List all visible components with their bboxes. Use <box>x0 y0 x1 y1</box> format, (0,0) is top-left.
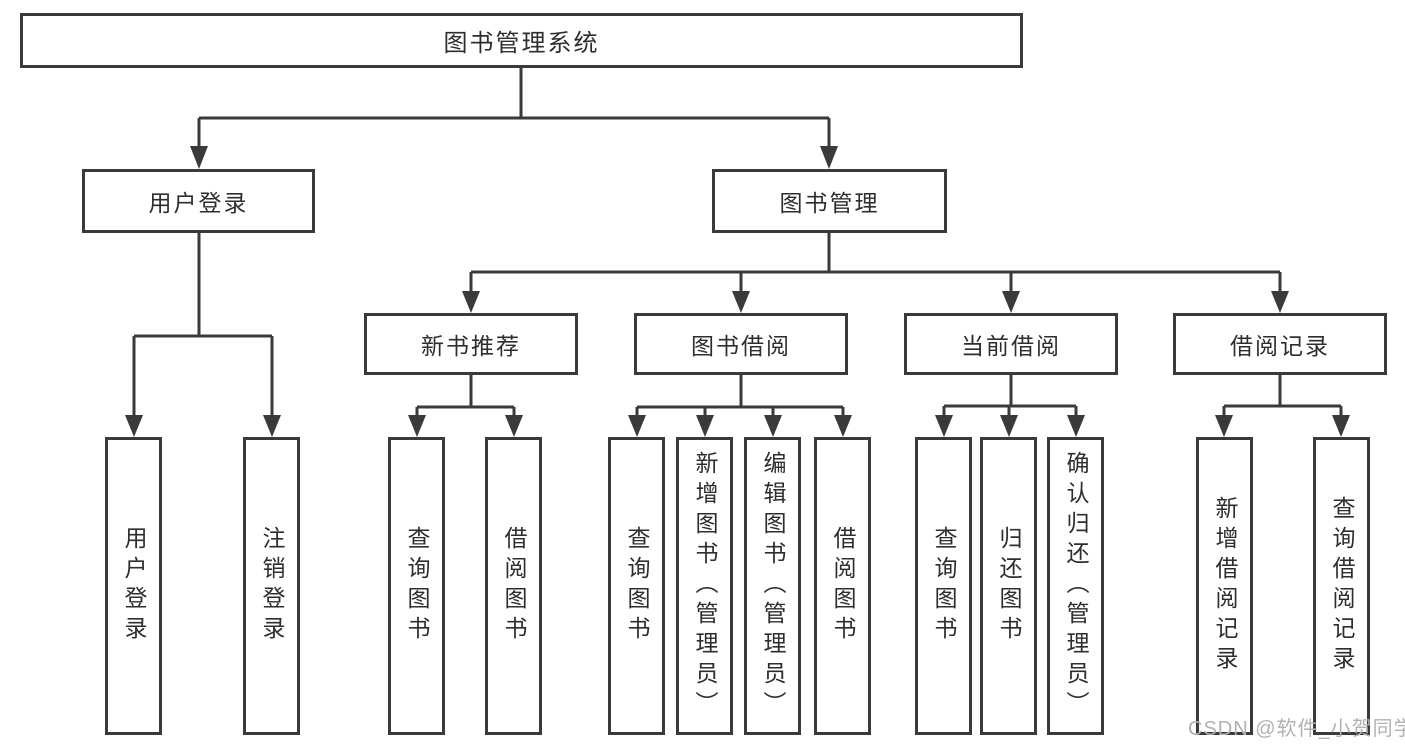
leaf-logout: 注销登录 <box>243 437 300 735</box>
node-label: 借阅图书 <box>501 526 527 646</box>
node-label: 查询借阅记录 <box>1329 496 1355 676</box>
node-label: 借阅图书 <box>830 526 856 646</box>
node-book-borrowing: 图书借阅 <box>634 313 848 375</box>
leaf-borrow-books-recommend: 借阅图书 <box>485 437 542 735</box>
node-label: 图书管理系统 <box>443 30 600 57</box>
node-library-management-system: 图书管理系统 <box>20 13 1023 68</box>
node-label: 查询图书 <box>404 526 430 646</box>
leaf-borrow-books-borrowing: 借阅图书 <box>814 437 871 735</box>
leaf-return-books: 归还图书 <box>980 437 1037 735</box>
node-borrowing-records: 借阅记录 <box>1173 313 1387 375</box>
node-label: 当前借阅 <box>961 333 1061 359</box>
leaf-user-login: 用户登录 <box>105 437 162 735</box>
node-label: 新增图书（管理员） <box>692 451 718 721</box>
watermark-text: CSDN @软件_小贺同学 <box>1188 718 1405 740</box>
node-current-borrowing: 当前借阅 <box>904 313 1118 375</box>
node-label: 查询图书 <box>624 526 650 646</box>
node-label: 归还图书 <box>996 526 1022 646</box>
node-label: 用户登录 <box>148 190 249 216</box>
node-label: 借阅记录 <box>1230 333 1330 359</box>
arrowhead-icons <box>125 146 1350 437</box>
leaf-confirm-return-admin: 确认归还（管理员） <box>1047 437 1104 735</box>
node-label: 注销登录 <box>259 526 285 646</box>
leaf-query-books-recommend: 查询图书 <box>388 437 445 735</box>
leaf-add-borrow-record: 新增借阅记录 <box>1196 437 1253 735</box>
leaf-edit-books-admin: 编辑图书（管理员） <box>744 437 801 735</box>
node-new-book-recommendation: 新书推荐 <box>364 313 578 375</box>
leaf-query-books-current: 查询图书 <box>915 437 972 735</box>
node-label: 确认归还（管理员） <box>1063 451 1089 721</box>
node-user-login: 用户登录 <box>82 169 315 233</box>
leaf-add-books-admin: 新增图书（管理员） <box>676 437 733 735</box>
node-label: 图书借阅 <box>691 333 791 359</box>
node-label: 新增借阅记录 <box>1212 496 1238 676</box>
node-label: 新书推荐 <box>421 333 521 359</box>
node-label: 图书管理 <box>779 190 880 216</box>
node-label: 用户登录 <box>121 526 147 646</box>
leaf-query-books-borrowing: 查询图书 <box>608 437 665 735</box>
node-book-management: 图书管理 <box>712 169 947 233</box>
node-label: 查询图书 <box>931 526 957 646</box>
leaf-query-borrow-record: 查询借阅记录 <box>1313 437 1370 735</box>
node-label: 编辑图书（管理员） <box>760 451 786 721</box>
